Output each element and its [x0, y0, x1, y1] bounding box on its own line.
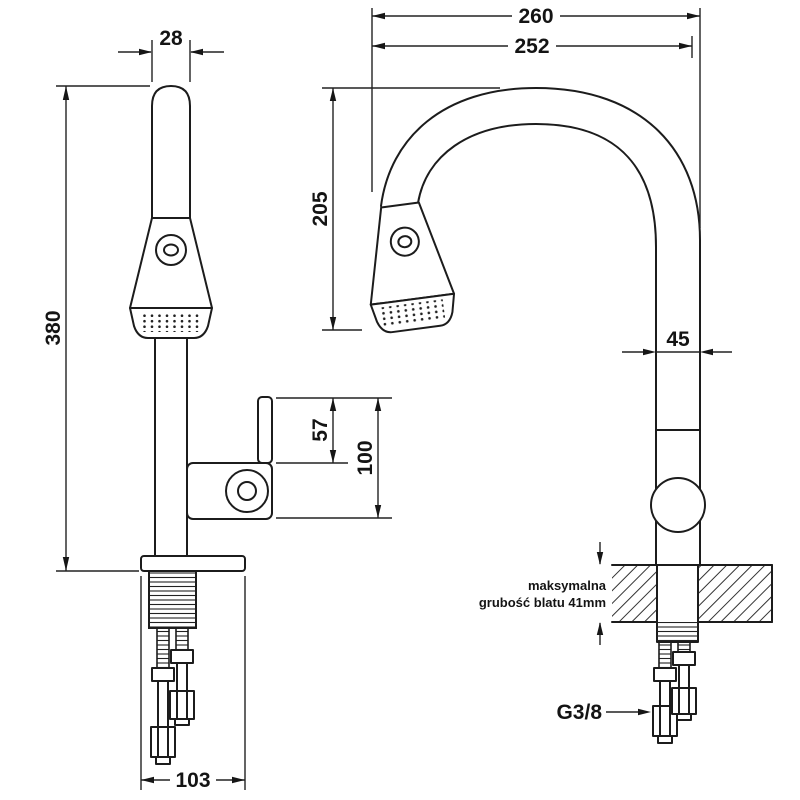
stud-nut-right [672, 651, 696, 666]
spout-inner-edge [417, 123, 657, 566]
dimension-total-height: 380 [42, 85, 150, 572]
arrowhead [329, 317, 337, 330]
mounting-stud-right [175, 627, 189, 651]
hose-fitting-right [671, 687, 697, 721]
arrowhead [141, 776, 154, 784]
supply-hose-right [678, 664, 690, 689]
thread-size-callout: G3/8 [556, 701, 651, 724]
aerator-dots [381, 299, 446, 328]
gooseneck-spout [380, 87, 701, 566]
wand-cylinder [151, 85, 191, 219]
stud-nut-left [151, 667, 175, 682]
arrowhead [700, 348, 713, 356]
dimension-body-width: 45 [622, 328, 732, 356]
handle-lever [257, 396, 273, 464]
dim-handle-height-label: 57 [309, 418, 332, 441]
spray-head-side [369, 201, 456, 334]
side-view: maksymalna grubość blatu 41mm [309, 5, 773, 744]
arrowhead [374, 505, 382, 518]
handle-assembly [186, 396, 273, 520]
arrowhead [62, 86, 70, 100]
arrowhead [329, 450, 337, 463]
mounting-stud-left [156, 627, 170, 669]
arrowhead [374, 398, 382, 411]
stud-nut-right [170, 649, 194, 664]
mounting-shank-and-hoses [652, 564, 699, 744]
dim-base-width-label: 103 [175, 769, 210, 792]
spout-outer-edge [380, 87, 701, 566]
handle-joint-inner [237, 481, 257, 501]
shank-threads [657, 622, 698, 642]
dimension-spout-width: 28 [118, 27, 224, 82]
faucet-body-pipe [154, 337, 188, 557]
handle-joint-outer [225, 469, 269, 513]
base-plate [140, 555, 246, 572]
arrowhead [638, 708, 651, 716]
arrowhead [643, 348, 656, 356]
arrowhead [679, 42, 692, 50]
thickness-arrow-top [596, 552, 604, 565]
dimension-base-width: 103 [140, 576, 246, 792]
stud-nut-left [653, 667, 677, 682]
mounting-thread-tube [148, 570, 197, 629]
dimension-spout-reach: 252 [372, 35, 693, 58]
arrowhead [329, 398, 337, 411]
countertop-section: maksymalna grubość blatu 41mm [479, 542, 773, 645]
dim-body-height-label: 100 [354, 440, 377, 475]
ball-joint [650, 477, 706, 533]
arrowhead [232, 776, 245, 784]
supply-hose-left [157, 680, 169, 728]
dim-spout-reach-label: 252 [514, 35, 549, 58]
hose-fitting-left [150, 726, 176, 765]
spray-button-outer [155, 234, 187, 266]
dim-spout-width-label: 28 [159, 27, 183, 50]
arrowhead [687, 12, 700, 20]
dimension-body-height: 100 [276, 398, 392, 519]
supply-hose-left [659, 680, 671, 707]
dimension-handle-height: 57 [276, 397, 392, 464]
countertop-note-line1: maksymalna [528, 578, 607, 593]
thread-size-label: G3/8 [556, 701, 602, 724]
dim-spout-height-label: 205 [309, 191, 332, 226]
dim-total-height-label: 380 [42, 310, 65, 345]
arrowhead [139, 48, 152, 56]
countertop-note-line2: grubość blatu 41mm [479, 595, 606, 610]
front-view: 28 380 57 100 [42, 27, 392, 792]
arrowhead [372, 42, 385, 50]
arrowhead [329, 88, 337, 101]
hose-fitting-right [169, 690, 195, 726]
dimension-total-depth: 260 [371, 5, 701, 228]
mounting-stud-left [658, 641, 672, 669]
spray-wand [129, 85, 213, 339]
arrowhead [372, 12, 385, 20]
dimension-spout-height: 205 [309, 87, 500, 331]
aerator-dots [140, 312, 202, 332]
dim-total-depth-label: 260 [518, 5, 553, 28]
arrowhead [190, 48, 203, 56]
dim-body-width-label: 45 [666, 328, 690, 351]
spray-button-inner [163, 243, 179, 257]
arrowhead [62, 557, 70, 571]
spray-button-inner [397, 235, 413, 249]
supply-hose-right [176, 662, 188, 692]
base-and-mounting [140, 555, 246, 765]
thickness-arrow-bottom [596, 622, 604, 635]
mounting-stud-right [677, 641, 691, 653]
spray-button-outer [389, 226, 420, 257]
